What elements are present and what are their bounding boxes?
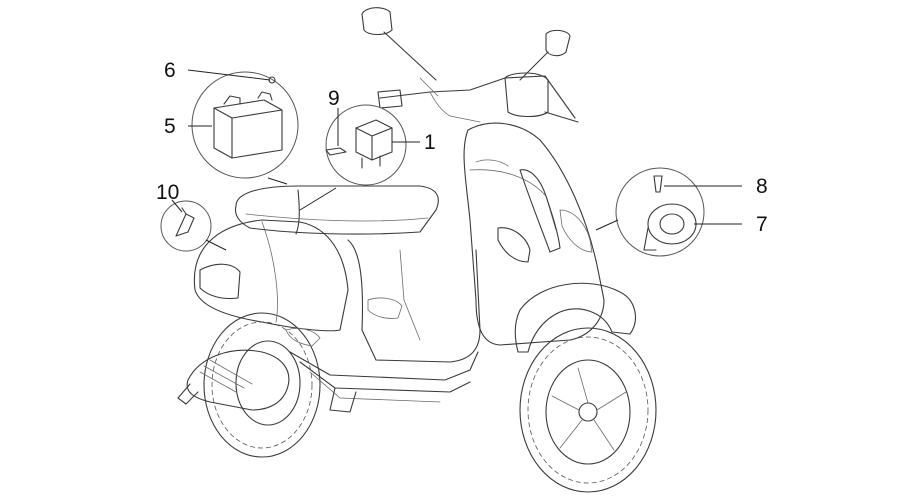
callout-10: 10 — [156, 181, 180, 204]
callout-1: 1 — [424, 131, 436, 154]
seat — [234, 185, 439, 235]
mirrors — [361, 7, 571, 81]
front-wheel — [519, 327, 657, 493]
callout-9: 9 — [328, 87, 340, 110]
scooter-illustration — [177, 7, 657, 493]
rear-wheel — [203, 312, 321, 458]
callout-5: 5 — [164, 115, 176, 138]
battery-detail — [191, 71, 299, 185]
horn-detail — [595, 167, 705, 257]
clip-detail — [160, 200, 227, 252]
callout-6: 6 — [164, 59, 176, 82]
rear-body-cowl — [193, 219, 349, 347]
handlebars — [377, 72, 579, 123]
callout-8: 8 — [756, 175, 768, 198]
leader-lines — [171, 69, 742, 225]
callout-7: 7 — [756, 213, 768, 236]
front-leg-shield — [463, 122, 605, 346]
exhaust-muffler — [177, 349, 290, 411]
relay-detail — [299, 104, 407, 211]
